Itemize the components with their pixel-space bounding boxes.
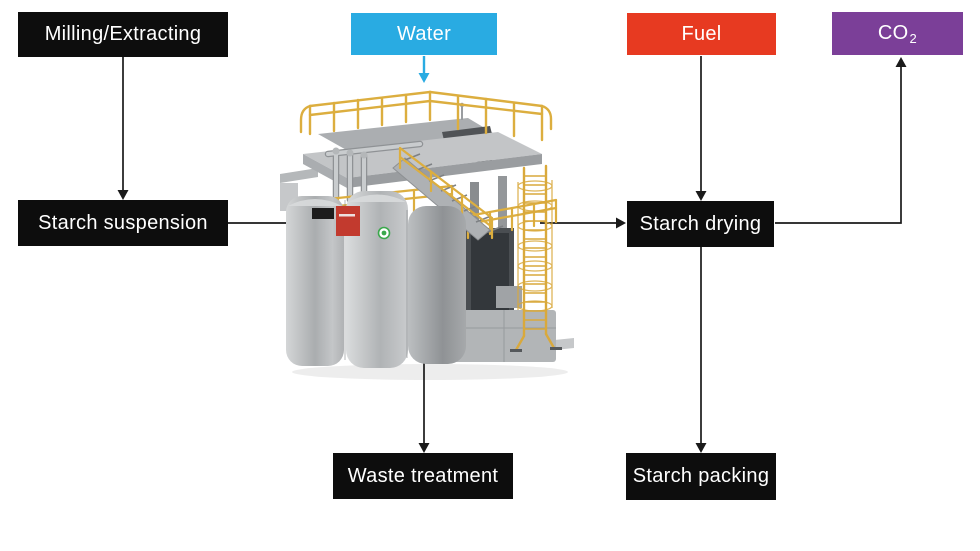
black-plaque bbox=[312, 208, 334, 219]
top-railing bbox=[299, 90, 553, 142]
box-water: Water bbox=[351, 13, 497, 55]
box-starch-drying-label: Starch drying bbox=[639, 212, 762, 235]
box-waste-treatment-label: Waste treatment bbox=[347, 464, 499, 487]
arrow-drying-to-packing bbox=[695, 247, 707, 453]
tanks bbox=[286, 191, 466, 368]
box-starch-packing: Starch packing bbox=[626, 453, 776, 500]
box-starch-drying: Starch drying bbox=[627, 201, 774, 247]
starch-machine-illustration bbox=[280, 90, 574, 380]
box-starch-suspension-label: Starch suspension bbox=[38, 211, 208, 234]
box-water-label: Water bbox=[396, 22, 452, 45]
box-milling-extracting: Milling/Extracting bbox=[18, 12, 228, 57]
box-milling-extracting-label: Milling/Extracting bbox=[44, 23, 202, 45]
box-starch-suspension: Starch suspension bbox=[18, 200, 228, 246]
arrow-fuel-to-drying bbox=[695, 56, 707, 201]
arrow-drying-to-co2 bbox=[775, 57, 907, 224]
arrow-milling-to-suspension bbox=[117, 57, 129, 200]
box-fuel: Fuel bbox=[627, 13, 776, 55]
stairs bbox=[392, 146, 504, 241]
arrow-water-to-machine bbox=[418, 56, 430, 83]
box-co2-label: CO bbox=[877, 22, 909, 44]
caged-ladder bbox=[510, 164, 562, 352]
arrow-machine-to-drying bbox=[540, 217, 626, 229]
box-fuel-label: Fuel bbox=[681, 22, 722, 45]
arrow-machine-to-waste bbox=[418, 350, 430, 453]
red-plaque bbox=[336, 206, 360, 236]
box-starch-packing-label: Starch packing bbox=[632, 465, 770, 487]
box-waste-treatment: Waste treatment bbox=[333, 453, 513, 499]
box-co2-subscript: 2 bbox=[909, 31, 918, 46]
